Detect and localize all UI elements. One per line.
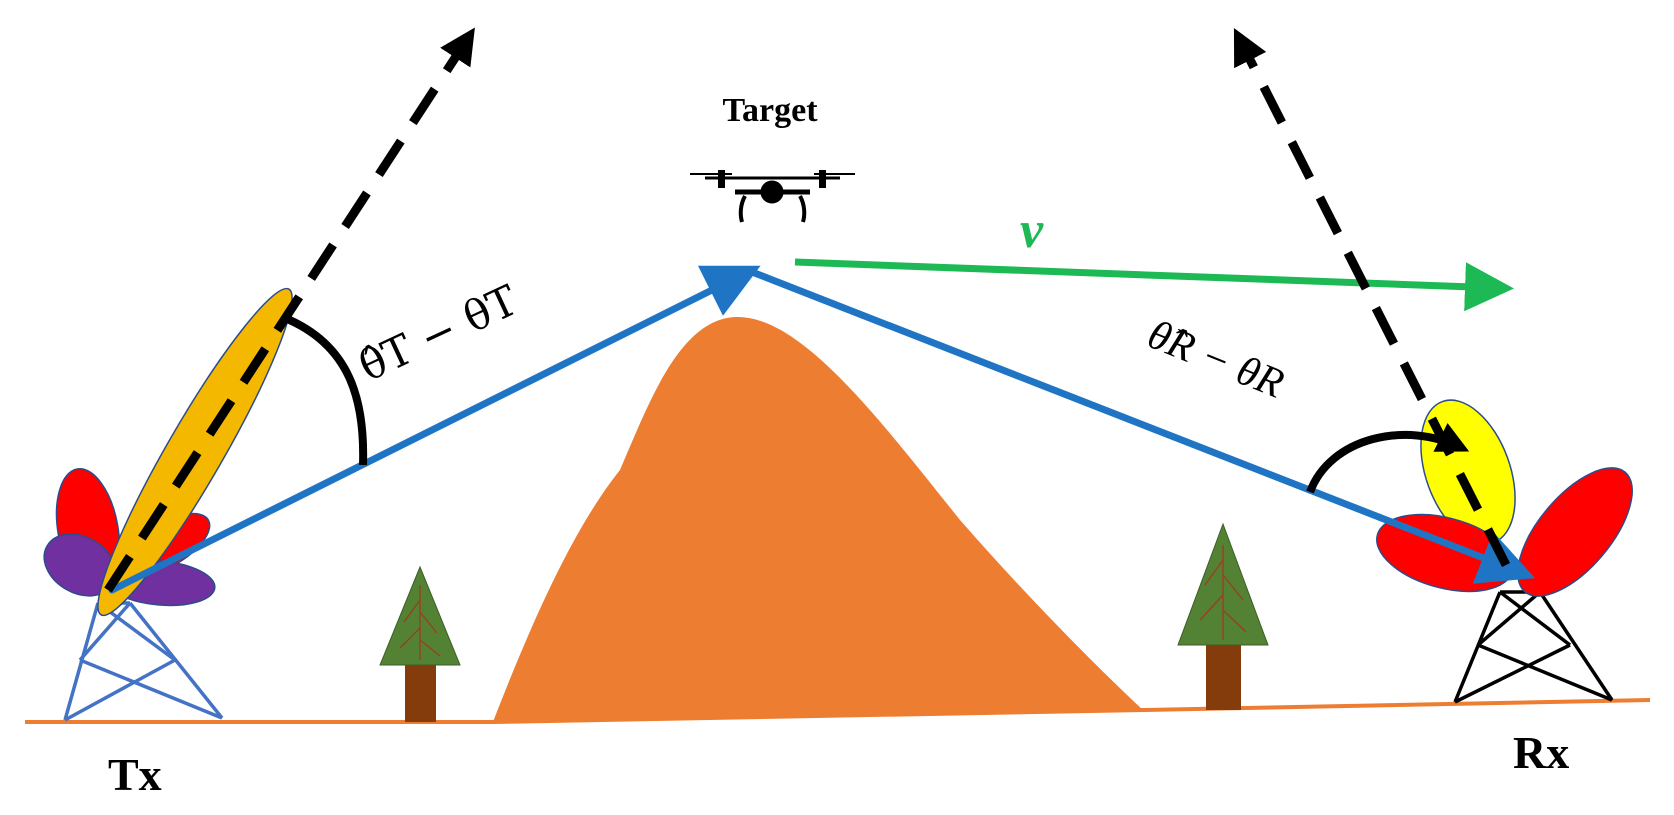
rx-estimated-direction-arrow — [1233, 27, 1511, 568]
rx-label: Rx — [1513, 727, 1569, 778]
tx-beam-pattern — [43, 287, 293, 617]
tx-label: Tx — [108, 749, 162, 800]
rx-angle-arc — [1306, 423, 1470, 494]
tx-angle-arc — [283, 314, 368, 466]
tx-to-target-path — [108, 265, 761, 594]
velocity-label: v — [1020, 202, 1044, 259]
velocity-arrow — [794, 258, 1514, 312]
propagation-path — [108, 265, 1536, 594]
tx-estimated-direction-arrow — [104, 27, 475, 593]
rx-beam-pattern — [1376, 399, 1633, 597]
receiver-tower-icon — [1453, 590, 1614, 704]
rx-angle-label: θ̂R − θR — [1141, 312, 1290, 408]
tree-icon — [1177, 522, 1269, 710]
tree-icon — [379, 565, 461, 722]
tx-angle-label: θ̂T − θT — [352, 275, 525, 391]
drone-icon — [690, 170, 855, 223]
transmitter-tower-icon — [63, 601, 224, 722]
target-label: Target — [722, 92, 818, 129]
target-to-rx-path — [748, 268, 1536, 584]
mountain — [493, 316, 1143, 722]
